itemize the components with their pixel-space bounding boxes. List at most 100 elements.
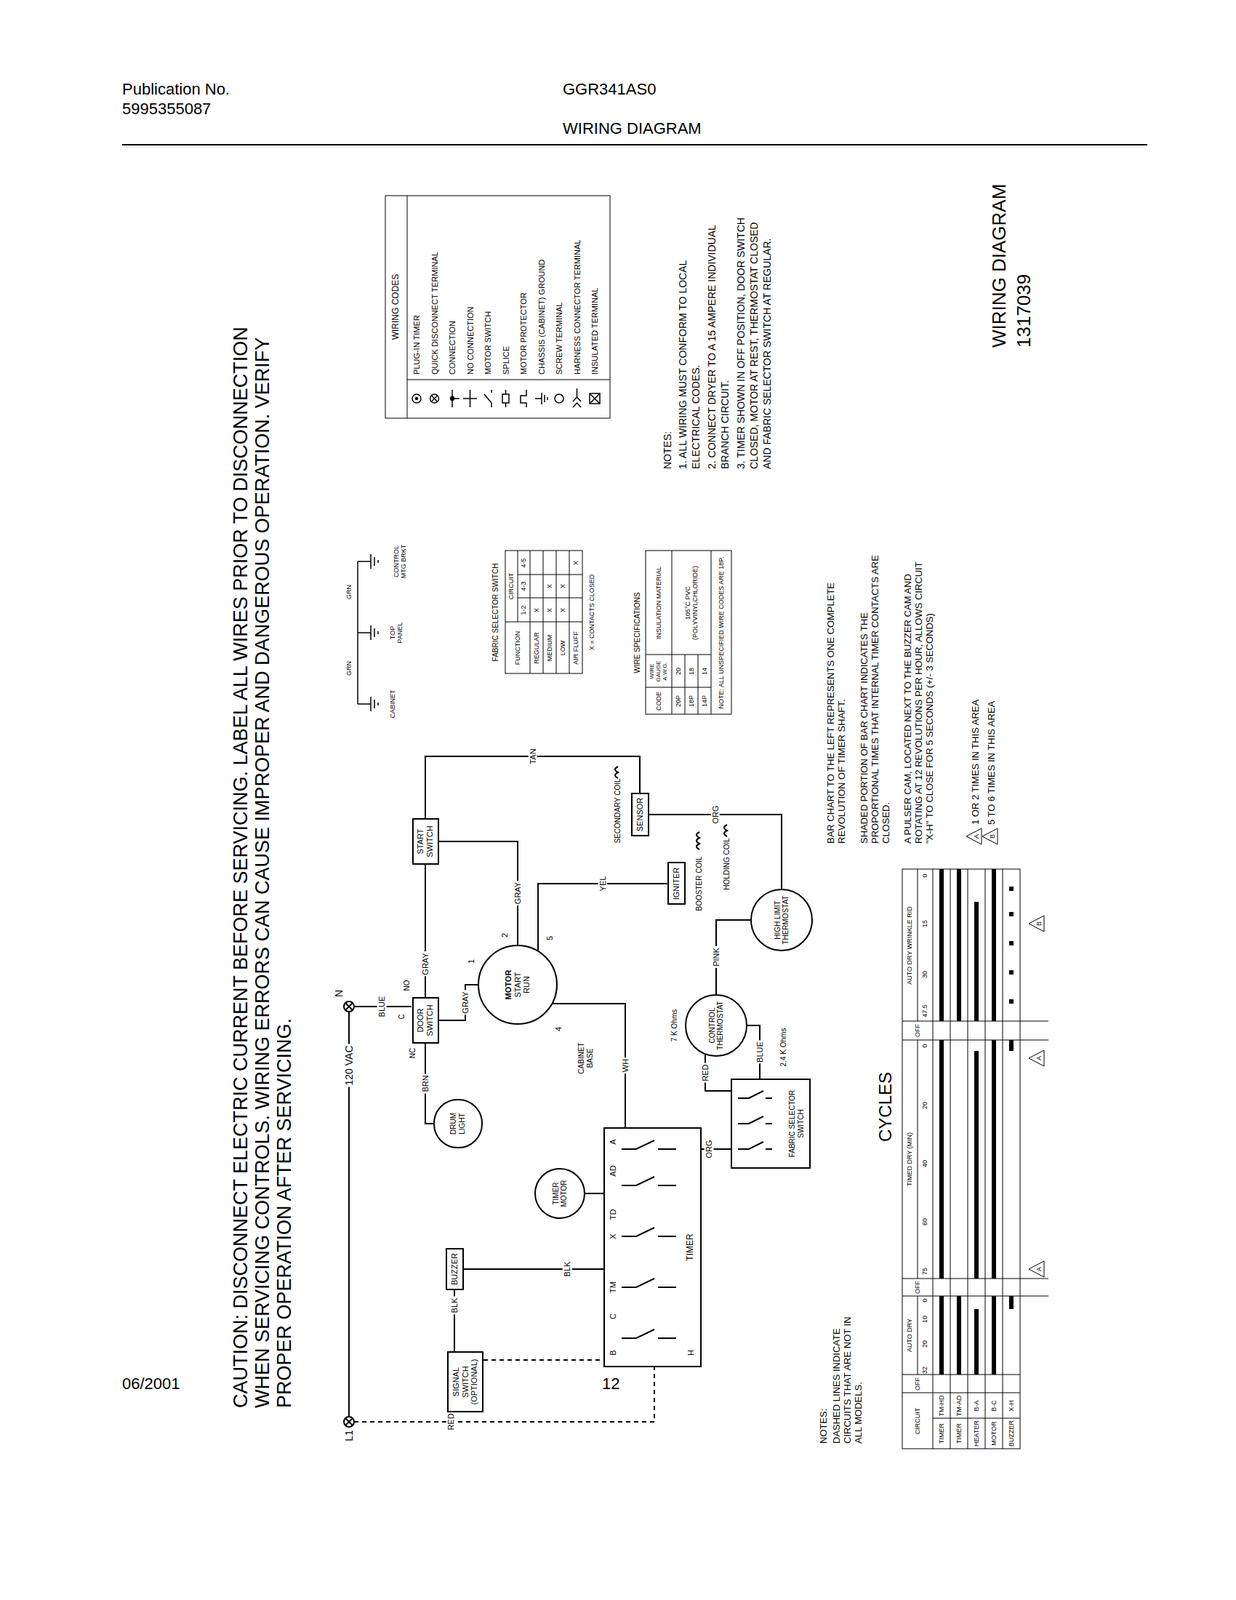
node-text-group: TIMER MOTOR: [551, 1174, 569, 1212]
table-border: [645, 550, 732, 714]
node-text-group: START SWITCH: [415, 823, 435, 860]
label-text: BOOSTER COIL: [695, 855, 704, 911]
table-grid: [505, 550, 583, 674]
label-text: SHADED PORTION OF BAR CHART INDICATES TH…: [859, 552, 893, 844]
label-text: B-A: [972, 1399, 981, 1411]
terminal-symbol: [345, 1002, 353, 1010]
node-text-group: HIGH LIMIT THERMOSTAT: [773, 894, 791, 946]
label-text: NOTES:: [818, 1408, 830, 1444]
label-text: B: [608, 1349, 618, 1355]
label-text: 4-5: [519, 557, 528, 568]
node-text-group: SENSOR: [635, 797, 645, 832]
wire: [463, 1267, 605, 1270]
switch-box: DOOR SWITCH: [412, 996, 440, 1044]
legend-text: NO CONNECTION: [465, 306, 475, 376]
label-text: 3. TIMER SHOWN IN OFF POSITION, DOOR SWI…: [734, 207, 775, 469]
label-text: 120 VAC: [343, 1044, 355, 1087]
legend-text: PLUG-IN TIMER: [412, 314, 422, 375]
bar: [1009, 998, 1014, 1004]
ground-symbol: [535, 392, 548, 405]
legend-text: SPLICE: [500, 346, 511, 375]
legend-text: QUICK DISCONNECT TERMINAL: [429, 251, 440, 375]
selector-box: FABRIC SELECTOR SWITCH: [730, 1078, 811, 1169]
label-text: C: [608, 1313, 618, 1319]
disconnect-symbol: [430, 394, 440, 403]
node-label: HIGH LIMIT THERMOSTAT: [773, 894, 791, 946]
bar: [1009, 1039, 1014, 1051]
label-text: X = CONTACTS CLOSED: [588, 574, 596, 651]
wire-color-label: ORG: [704, 1137, 714, 1159]
wire: [424, 864, 427, 997]
label-text: TM-HD: [937, 1395, 946, 1417]
label-text: AUTO DRY: [905, 1318, 914, 1352]
label-text: HEATER: [972, 1419, 981, 1447]
label-text: MOTOR: [990, 1420, 998, 1445]
label-text: 1. ALL WIRING MUST CONFORM TO LOCAL ELEC…: [676, 207, 703, 469]
node-label: RUN: [522, 969, 532, 1000]
label-text: 1-2: [519, 604, 528, 615]
label-text: CABINET BASE: [577, 1036, 595, 1080]
label-text: 20P: [674, 695, 682, 707]
label-text: HOLDING COIL: [722, 837, 732, 890]
label-text: A: [1035, 1266, 1043, 1271]
node-label: FABRIC SELECTOR SWITCH: [788, 1083, 805, 1164]
buzzer-box: BUZZER: [445, 1247, 464, 1290]
bar: [1009, 1295, 1014, 1309]
tables: [385, 195, 1049, 1449]
label-text: TM-AD: [955, 1395, 963, 1417]
label-text: C: [397, 1013, 407, 1019]
node-text-group: MOTORSTARTRUN: [503, 969, 532, 1000]
label-text: NOTES:: [661, 431, 674, 469]
table-grid: [645, 550, 712, 714]
label-text: B-C: [990, 1399, 998, 1412]
label-text: 15: [921, 919, 929, 927]
wire-color-label: GRAY: [460, 989, 471, 1015]
label-text: CONTROL MTG BRKT: [392, 543, 408, 580]
wire-color-label: GRAY: [513, 880, 523, 906]
igniter-box: IGNITER: [667, 862, 686, 906]
label-text: GGR341AS0: [562, 79, 656, 99]
wiring-art: [343, 766, 773, 1427]
page-title: WIRING DIAGRAM: [562, 119, 702, 138]
node-text-group: FABRIC SELECTOR SWITCH: [788, 1083, 805, 1164]
label-text: LOW: [559, 640, 567, 656]
label-text: X: [546, 607, 554, 613]
node-label: TIMER: [685, 1233, 696, 1260]
node-text-group: BUZZER: [450, 1252, 460, 1285]
bar: [939, 868, 944, 1021]
label-text: OFF: [913, 1377, 922, 1391]
label-text: 60: [921, 1217, 929, 1226]
bar: [1009, 940, 1014, 946]
optional-wire: [354, 1366, 655, 1422]
label-text: CAUTION: DISCONNECT ELECTRIC CURRENT BEF…: [229, 287, 296, 1408]
legend-grid: [407, 195, 611, 419]
wire-color-label: BLUE: [755, 1039, 765, 1064]
rule-line: [122, 143, 1148, 146]
label-text: L1: [343, 1429, 355, 1442]
label-text: 10: [921, 1315, 929, 1323]
label-text: TIMER: [937, 1422, 946, 1444]
wire: [538, 883, 668, 951]
label-text: TIMER: [955, 1422, 963, 1444]
label-text: B: [1035, 921, 1043, 926]
dimension-tick: [1020, 1020, 1049, 1296]
selector-contacts: [737, 1090, 773, 1149]
terminal-symbol: [343, 1416, 355, 1427]
label-text: FUNCTION: [514, 631, 522, 666]
label-text: 1317039: [1013, 274, 1036, 348]
terminal-symbol: [343, 1001, 355, 1012]
coil-symbol: [615, 766, 618, 778]
wire: [439, 841, 519, 945]
label-text: 0: [921, 1297, 929, 1302]
wire: [716, 919, 751, 994]
chart-bars: [939, 868, 1014, 1375]
bar: [939, 1039, 944, 1279]
label-text: CYCLES: [875, 1071, 896, 1142]
label-text: MEDIUM: [546, 634, 554, 662]
label-text: TD: [608, 1209, 618, 1221]
node-text-group: TIMER: [685, 1233, 696, 1260]
bar: [991, 1039, 997, 1279]
bar: [956, 1295, 962, 1375]
bar: [1009, 969, 1014, 975]
